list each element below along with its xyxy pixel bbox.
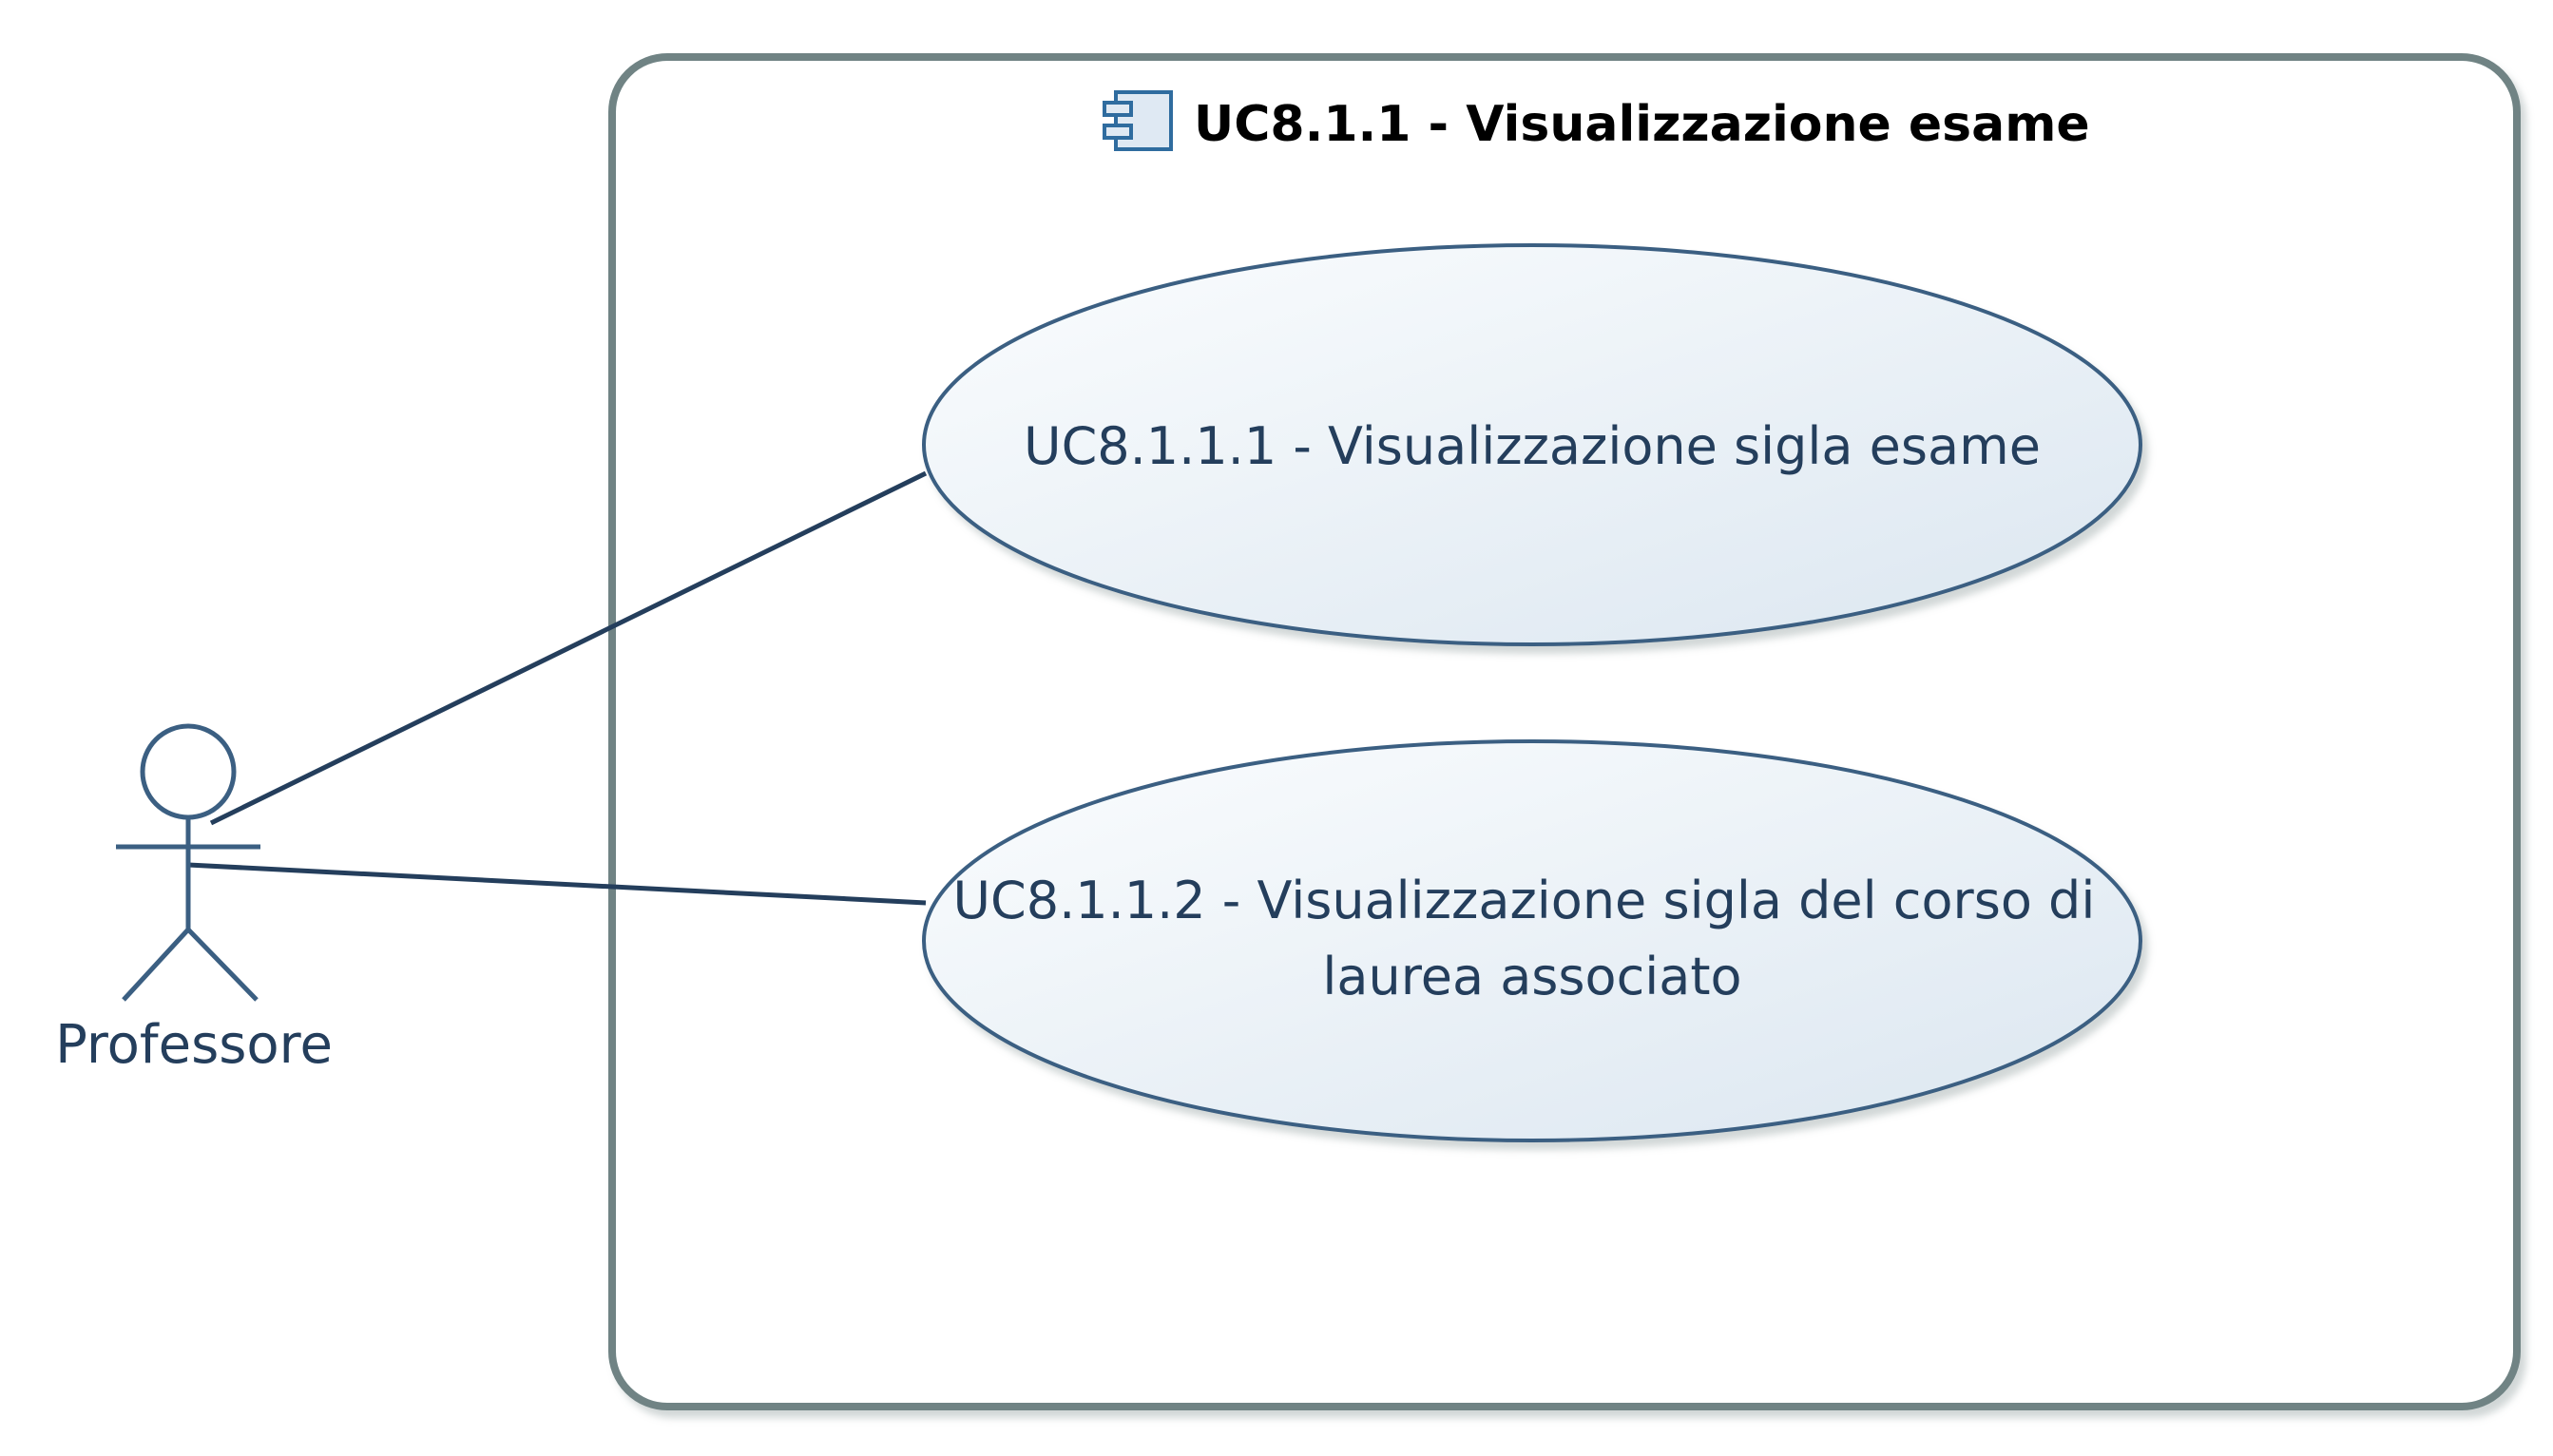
- associations: [187, 470, 928, 906]
- association-line-1[interactable]: [209, 470, 928, 826]
- use-case-1-label: UC8.1.1.1 - Visualizzazione sigla esame: [1024, 416, 2041, 476]
- stick-figure-actor-icon: [116, 723, 260, 1002]
- use-case-2-label: UC8.1.1.2 - Visualizzazione sigla del co…: [952, 871, 2111, 1006]
- use-case-1-label-line-1: UC8.1.1.1 - Visualizzazione sigla esame: [1024, 416, 2041, 476]
- system-title: UC8.1.1 - Visualizzazione esame: [1194, 96, 2090, 153]
- use-case-1[interactable]: UC8.1.1.1 - Visualizzazione sigla esame: [922, 243, 2142, 646]
- association-line-2[interactable]: [187, 862, 927, 906]
- component-icon: [1103, 90, 1173, 151]
- use-case-2[interactable]: UC8.1.1.2 - Visualizzazione sigla del co…: [922, 739, 2142, 1142]
- use-case-2-label-line-2: laurea associato: [1322, 947, 1741, 1006]
- actor-professore[interactable]: Professore: [55, 723, 333, 1076]
- actor-name: Professore: [55, 1014, 333, 1076]
- use-case-2-label-line-1: UC8.1.1.2 - Visualizzazione sigla del co…: [952, 871, 2095, 930]
